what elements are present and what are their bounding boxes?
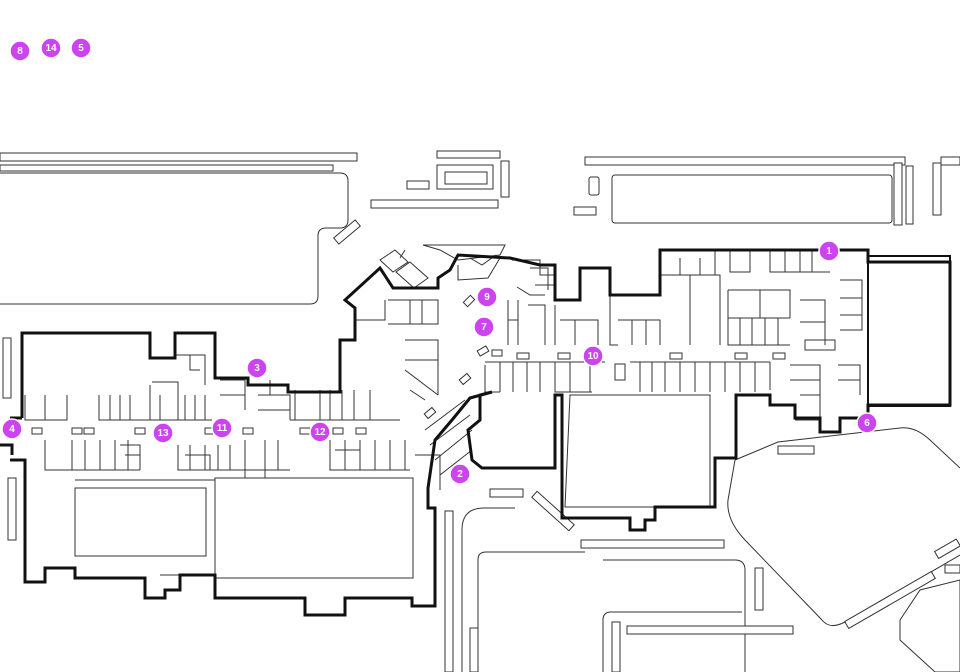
- building-walls: [0, 248, 952, 617]
- parking-and-roads: [0, 150, 960, 672]
- location-marker-14[interactable]: 14: [40, 37, 62, 59]
- location-marker-3[interactable]: 3: [246, 357, 268, 379]
- location-marker-1[interactable]: 1: [818, 240, 840, 262]
- location-marker-6[interactable]: 6: [856, 412, 878, 434]
- marker-dot[interactable]: [856, 412, 878, 434]
- marker-dot[interactable]: [211, 417, 233, 439]
- location-markers: 8 14 5 1 9 7 10 3 4 13 11 12 6 2: [1, 37, 878, 485]
- location-marker-2[interactable]: 2: [449, 463, 471, 485]
- marker-dot[interactable]: [70, 37, 92, 59]
- location-marker-7[interactable]: 7: [473, 316, 495, 338]
- marker-dot[interactable]: [40, 37, 62, 59]
- marker-dot[interactable]: [582, 345, 604, 367]
- marker-dot[interactable]: [473, 316, 495, 338]
- location-marker-10[interactable]: 10: [582, 345, 604, 367]
- marker-dot[interactable]: [152, 422, 174, 444]
- location-marker-8[interactable]: 8: [9, 40, 31, 62]
- marker-dot[interactable]: [449, 463, 471, 485]
- marker-dot[interactable]: [1, 418, 23, 440]
- shop-partitions: [24, 244, 863, 579]
- east-anchor-store: [867, 255, 951, 407]
- location-marker-11[interactable]: 11: [211, 417, 233, 439]
- marker-dot[interactable]: [309, 421, 331, 443]
- location-marker-4[interactable]: 4: [1, 418, 23, 440]
- marker-dot[interactable]: [818, 240, 840, 262]
- location-marker-12[interactable]: 12: [309, 421, 331, 443]
- location-marker-5[interactable]: 5: [70, 37, 92, 59]
- marker-dot[interactable]: [246, 357, 268, 379]
- location-marker-13[interactable]: 13: [152, 422, 174, 444]
- marker-dot[interactable]: [476, 286, 498, 308]
- location-marker-9[interactable]: 9: [476, 286, 498, 308]
- marker-dot[interactable]: [9, 40, 31, 62]
